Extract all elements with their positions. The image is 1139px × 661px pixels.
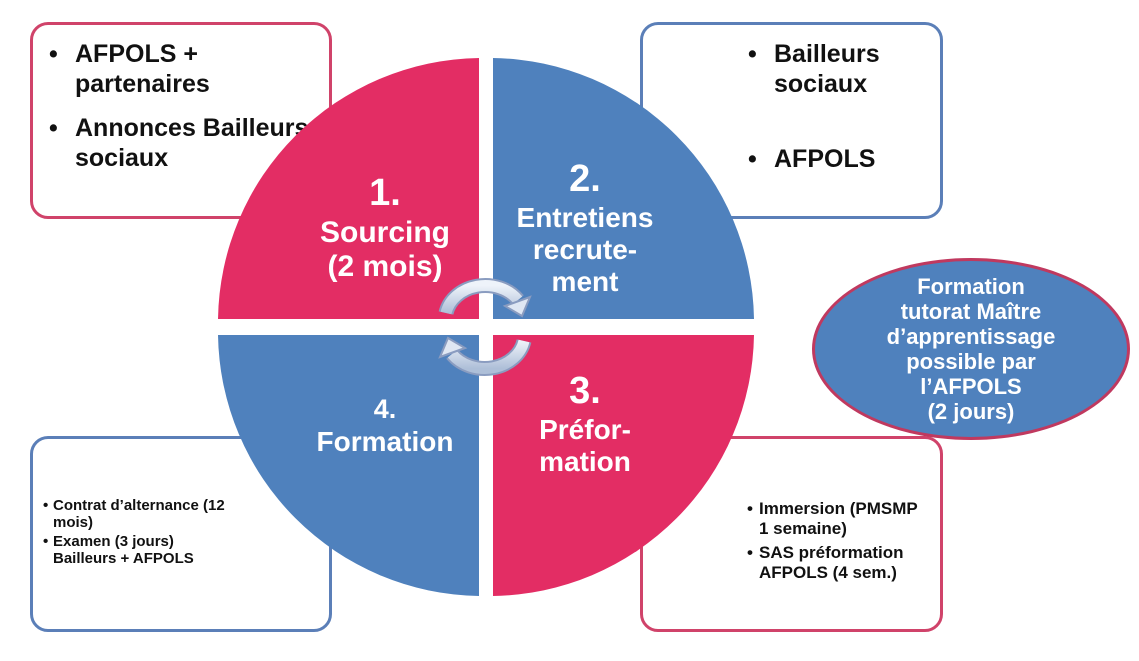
sourcing-partners-box: •AFPOLS + partenaires •Annonces Bailleur… — [30, 22, 332, 219]
bullet-icon: • — [747, 543, 753, 562]
bullet-icon: • — [43, 497, 49, 514]
quadrant-label-sourcing: 1. Sourcing (2 mois) — [319, 172, 450, 283]
list-item: •Bailleurs sociaux — [748, 40, 880, 98]
list-item: •AFPOLS + partenaires — [49, 40, 210, 98]
quadrant-label-entretiens: 2. Entretiens recrute- ment — [516, 158, 654, 297]
quadrant-preformation — [493, 335, 754, 596]
bullet-icon: • — [748, 40, 757, 68]
quadrant-entretiens — [493, 58, 754, 319]
list-item: •Annonces Bailleurs sociaux — [49, 114, 309, 172]
quadrant-formation — [218, 335, 479, 596]
recruitment-actors-box: •Bailleurs sociaux •AFPOLS — [640, 22, 943, 219]
bullet-icon: • — [43, 533, 49, 550]
bullet-icon: • — [748, 145, 757, 173]
list-item: •Contrat d’alternance (12 mois) — [43, 497, 225, 531]
tutorat-training-oval: Formation tutorat Maître d’apprentissage… — [812, 258, 1130, 440]
list-item: •SAS préformation AFPOLS (4 sem.) — [747, 543, 904, 582]
quadrant-label-formation: 4. Formation — [316, 394, 454, 457]
quadrant-label-preformation: 3. Préfor- mation — [539, 370, 631, 477]
list-item: •Immersion (PMSMP 1 semaine) — [747, 499, 918, 538]
bullet-icon: • — [747, 499, 753, 518]
cycle-arrows-icon — [438, 278, 532, 376]
oval-text: Formation tutorat Maître d’apprentissage… — [886, 274, 1056, 424]
list-item: •AFPOLS — [748, 145, 876, 173]
list-item: •Examen (3 jours) Bailleurs + AFPOLS — [43, 533, 194, 567]
bullet-icon: • — [49, 40, 58, 68]
quadrant-sourcing — [218, 58, 479, 319]
bullet-icon: • — [49, 114, 58, 142]
